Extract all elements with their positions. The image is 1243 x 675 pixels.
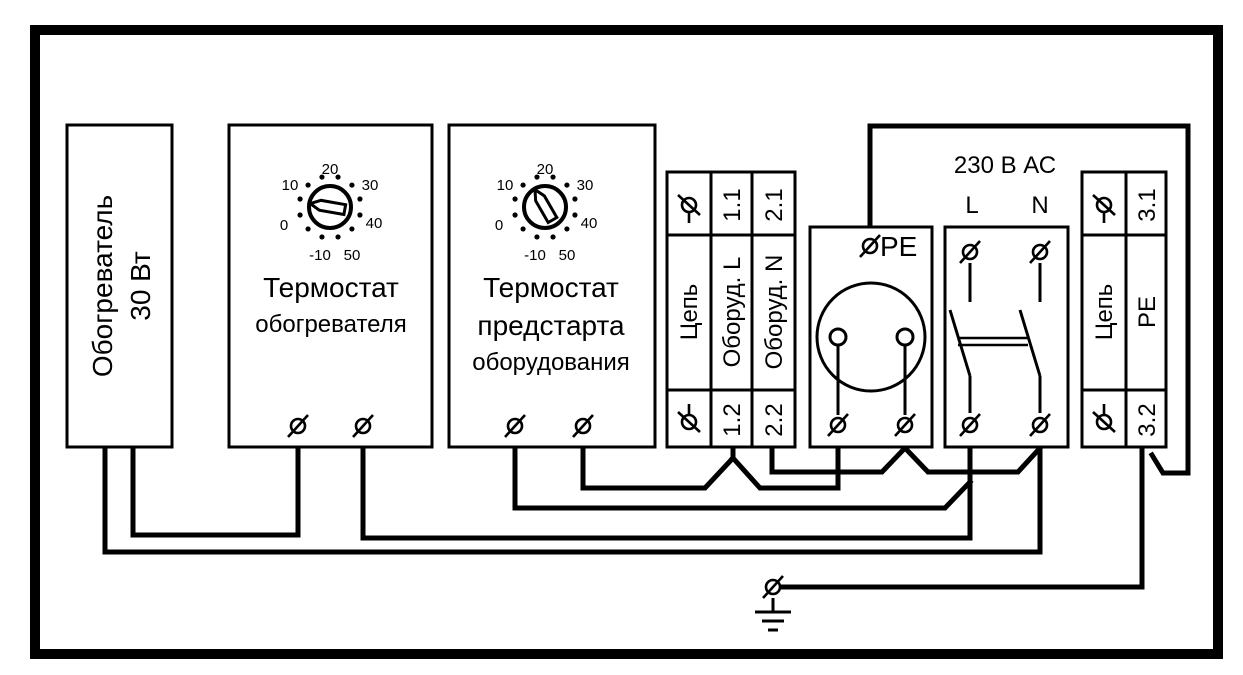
diagram-frame <box>30 25 1223 659</box>
dial-tick-dot <box>305 182 311 188</box>
dial-scale-label: 30 <box>362 177 379 194</box>
terminal-block-1-ground-bottom <box>676 404 702 434</box>
terminal-block-1: Цепь 1.1 Оборуд. L 1.2 2.1 Оборуд. N 2.2 <box>665 170 797 449</box>
dial-tick-dot <box>319 174 325 180</box>
terminal-3-1: 3.1 <box>1134 188 1161 221</box>
socket-pe-label: PE <box>880 231 917 262</box>
dial-tick-dot <box>520 182 526 188</box>
supply-title: 230 В АС <box>954 152 1056 179</box>
dial-scale-label: 10 <box>497 177 514 194</box>
dial-scale-label: 30 <box>577 177 594 194</box>
terminal-2-2: 2.2 <box>761 403 788 436</box>
socket: PE <box>808 225 934 449</box>
dial-tick-dot <box>520 226 526 232</box>
supply-switch: 230 В АС L N <box>943 152 1070 449</box>
dial-scale-label: 20 <box>537 161 554 178</box>
dial-scale-label: 40 <box>366 215 383 232</box>
terminal-pe-label: PE <box>1134 296 1161 328</box>
heater-name: Обогреватель <box>87 195 118 377</box>
wire-socket-pe <box>867 123 1191 476</box>
dial-tick-dot <box>550 174 556 180</box>
terminal-3-2: 3.2 <box>1134 403 1161 436</box>
wire-socket-n-to-n <box>901 444 1044 475</box>
dial-tick-dot <box>319 234 325 240</box>
dial-scale-label: 20 <box>322 161 339 178</box>
thermostat-heater-subtitle: обогревателя <box>255 311 406 338</box>
thermostat-prestart-dial: -10 0 10 20 30 40 50 <box>495 161 598 264</box>
terminal-block-2: Цепь 3.1 PE 3.2 <box>1080 170 1168 449</box>
thermostat-prestart-title: Термостат <box>483 272 619 303</box>
wires <box>102 123 1191 590</box>
dial-tick-dot <box>534 234 540 240</box>
heater-power: 30 Вт <box>125 251 156 321</box>
dial-tick-dot <box>297 212 303 218</box>
terminal-2-1: 2.1 <box>761 188 788 221</box>
dial-tick-dot <box>564 182 570 188</box>
dial-scale-label: 10 <box>282 177 299 194</box>
thermostat-heater-box <box>227 123 434 449</box>
dial-scale-label: 50 <box>344 247 361 264</box>
dial-tick-dot <box>357 196 363 202</box>
dial-tick-dot <box>349 182 355 188</box>
terminal-1-2: 1.2 <box>719 403 746 436</box>
supply-l-label: L <box>965 192 978 219</box>
terminal-block-2-ground-bottom <box>1091 404 1117 434</box>
socket-hole-n <box>895 327 915 347</box>
wire-1-2-to-socket <box>729 422 841 491</box>
dial-scale-label: 50 <box>559 247 576 264</box>
terminal-1-1: 1.1 <box>719 188 746 221</box>
dial-tick-dot <box>335 174 341 180</box>
thermostat-heater-dial: -10 0 10 20 30 40 50 <box>280 161 383 264</box>
dial-tick-dot <box>534 174 540 180</box>
dial-pointer <box>533 186 559 225</box>
dial-tick-dot <box>550 234 556 240</box>
wire-heater-to-n <box>102 422 1043 555</box>
terminal-block-2-ground-top <box>1091 193 1117 223</box>
heater-box <box>65 123 174 449</box>
dial-tick-dot <box>305 226 311 232</box>
terminal-1-label: Оборуд. L <box>719 257 746 368</box>
dial-tick-dot <box>335 234 341 240</box>
supply-n-label: N <box>1031 192 1048 219</box>
terminal-block-1-ground-top <box>676 193 702 223</box>
dial-scale-label: 0 <box>495 217 503 234</box>
wire-prestart-to-1-2 <box>580 425 736 491</box>
dial-tick-dot <box>512 196 518 202</box>
wire-heater-to-thermostat <box>130 425 301 538</box>
dial-scale-label: 40 <box>581 215 598 232</box>
dial-scale-label: -10 <box>309 247 331 264</box>
dial-scale-label: 0 <box>280 217 288 234</box>
terminal-block-2-circuit: Цепь <box>1091 284 1118 341</box>
dial-tick-dot <box>564 226 570 232</box>
dial-tick-dot <box>512 212 518 218</box>
dial-tick-dot <box>572 196 578 202</box>
socket-hole-l <box>828 327 848 347</box>
terminal-2-label: Оборуд. N <box>761 255 788 370</box>
dial-tick-dot <box>349 226 355 232</box>
terminal-block-1-circuit: Цепь <box>676 284 703 341</box>
thermostat-prestart-line2: предстарта <box>477 310 625 341</box>
ground-symbol <box>755 574 791 632</box>
dial-scale-label: -10 <box>524 247 546 264</box>
dial-tick-dot <box>572 212 578 218</box>
dial-tick-dot <box>297 196 303 202</box>
wire-pe-to-ground <box>777 444 1145 590</box>
dial-pointer <box>307 198 348 217</box>
dial-tick-dot <box>357 212 363 218</box>
thermostat-prestart-line3: оборудования <box>472 349 630 376</box>
thermostat-heater-title: Термостат <box>263 272 399 303</box>
ground-terminal <box>761 574 785 600</box>
wire-prestart-to-l <box>512 425 974 511</box>
